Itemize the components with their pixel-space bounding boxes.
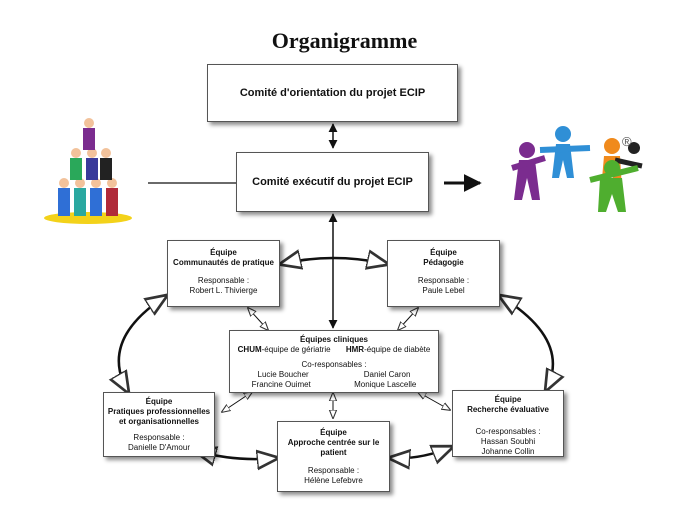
communautes-line1: Équipe — [210, 248, 237, 257]
pratiques-resp-label: Responsable : — [133, 433, 185, 442]
comite-executif-label: Comité exécutif du projet ECIP — [252, 176, 413, 188]
people-circle-icon — [511, 126, 643, 212]
connector-communautes-pedagogie — [281, 258, 387, 264]
cliniques-name: Francine Ouimet — [251, 380, 311, 389]
pedagogie-line2: Pédagogie — [423, 258, 464, 267]
recherche-name: Johanne Collin — [481, 447, 535, 456]
recherche-resp-label: Co-responsables : — [475, 427, 541, 436]
equipe-approche-box: Équipe Approche centrée sur le patient R… — [277, 421, 390, 492]
recherche-line1: Équipe — [494, 395, 522, 404]
approche-line2: Approche centrée sur le — [287, 438, 380, 447]
equipes-cliniques-box: Équipes cliniques CHUM-équipe de gériatr… — [229, 330, 439, 393]
communautes-resp-label: Responsable : — [197, 276, 250, 285]
comite-executif-box: Comité exécutif du projet ECIP — [236, 152, 429, 212]
pedagogie-resp-label: Responsable : — [417, 276, 470, 285]
connector-communautes-cliniques — [248, 308, 268, 330]
pedagogie-line1: Équipe — [430, 248, 457, 257]
cliniques-teams-row: CHUM-équipe de gériatrie HMR-équipe de d… — [230, 345, 438, 355]
connector-cliniques-pratiques — [222, 392, 252, 412]
people-pyramid-icon — [44, 118, 132, 224]
equipe-pedagogie-box: Équipe Pédagogie Responsable : Paule Leb… — [387, 240, 500, 307]
communautes-resp-name: Robert L. Thivierge — [189, 286, 258, 295]
cliniques-coresp-label: Co-responsables : — [301, 360, 367, 369]
cliniques-name: Monique Lascelle — [354, 380, 417, 389]
cliniques-name: Lucie Boucher — [257, 370, 309, 379]
page-title: Organigramme — [271, 28, 418, 53]
equipe-recherche-box: Équipe Recherche évaluative Co-responsab… — [452, 390, 564, 457]
approche-line1: Équipe — [320, 428, 347, 437]
comite-orientation-box: Comité d'orientation du projet ECIP — [207, 64, 458, 122]
pratiques-line2: Pratiques professionnelles — [107, 407, 211, 416]
cliniques-names-row-2: Francine Ouimet Monique Lascelle — [230, 380, 438, 390]
connector-pedagogie-recherche — [500, 296, 553, 390]
cliniques-chum: CHUM-équipe de gériatrie — [237, 345, 331, 354]
cliniques-title: Équipes cliniques — [299, 335, 368, 344]
equipe-pratiques-box: Équipe Pratiques professionnelles et org… — [103, 392, 215, 457]
registered-mark: ® — [622, 134, 632, 149]
comite-orientation-label: Comité d'orientation du projet ECIP — [239, 87, 426, 99]
connector-communautes-pratiques — [119, 296, 166, 392]
pratiques-line3: et organisationnelles — [118, 417, 200, 426]
connector-pedagogie-cliniques — [398, 308, 418, 330]
cliniques-names-row-1: Lucie Boucher Daniel Caron — [230, 370, 438, 380]
cliniques-name: Daniel Caron — [363, 370, 411, 379]
recherche-line2: Recherche évaluative — [467, 405, 549, 414]
recherche-name: Hassan Soubhi — [480, 437, 536, 446]
approche-resp-label: Responsable : — [307, 466, 360, 475]
pedagogie-resp-name: Paule Lebel — [422, 286, 465, 295]
connector-approche-recherche — [390, 447, 452, 458]
pratiques-line1: Équipe — [145, 397, 173, 406]
pratiques-resp-name: Danielle D'Amour — [128, 443, 190, 452]
cliniques-hmr: HMR-équipe de diabète — [345, 345, 431, 354]
connector-cliniques-recherche — [418, 392, 450, 410]
approche-line3: patient — [320, 448, 347, 457]
communautes-line2: Communautés de pratique — [173, 258, 274, 267]
approche-resp-name: Hélène Lefebvre — [304, 476, 363, 485]
equipe-communautes-box: Équipe Communautés de pratique Responsab… — [167, 240, 280, 307]
